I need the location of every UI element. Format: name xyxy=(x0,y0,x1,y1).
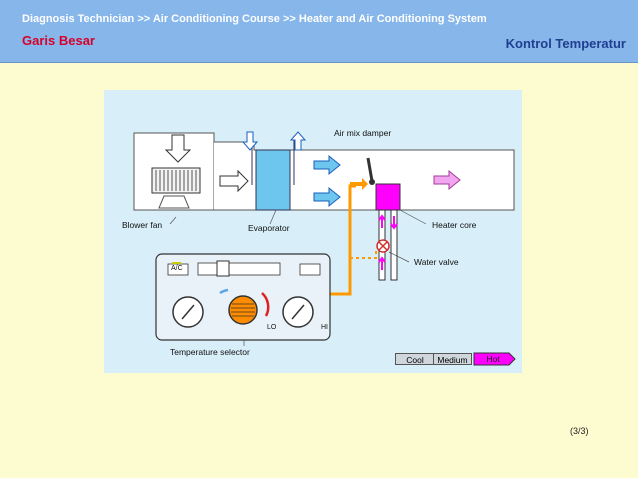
ac-label: A/C xyxy=(171,265,183,272)
valve-link-dashed xyxy=(350,250,377,259)
evaporator-icon xyxy=(255,149,291,211)
evaporator-label: Evaporator xyxy=(248,223,290,233)
temperature-knob-grip xyxy=(231,303,255,317)
ac-indicator xyxy=(172,262,181,264)
control-link-arrow-icon xyxy=(350,178,368,190)
temperature-selector-knob xyxy=(228,295,258,325)
fan-speed-knob-pointer xyxy=(291,304,305,320)
mode-slider xyxy=(197,262,281,276)
breadcrumb: Diagnosis Technician >> Air Conditioning… xyxy=(22,13,487,25)
air-mix-damper-label: Air mix damper xyxy=(334,128,392,138)
blower-fan-leader xyxy=(169,216,177,225)
hvac-diagram: Air mix damper Blower fan Evaporator Hea… xyxy=(104,90,522,373)
water-flow-up-icon-2 xyxy=(378,256,386,270)
water-valve-label: Water valve xyxy=(414,257,459,267)
water-valve-leader xyxy=(388,251,410,263)
hvac-diagram-graphic xyxy=(133,131,516,366)
temperature-selector-label: Temperature selector xyxy=(170,347,250,357)
water-pipe-right xyxy=(390,209,398,281)
cool-air-arrow-icon-2 xyxy=(313,186,341,208)
cool-button[interactable]: Cool xyxy=(395,353,435,365)
heater-core-icon xyxy=(375,183,401,211)
medium-button[interactable]: Medium xyxy=(433,353,472,365)
refrigerant-in-arrow-icon xyxy=(241,131,259,151)
hot-button-shape xyxy=(473,352,516,366)
hot-range-arc xyxy=(261,292,270,317)
air-mix-damper-pivot xyxy=(369,179,375,185)
section-title: Garis Besar xyxy=(22,33,95,48)
heater-core-leader xyxy=(399,209,427,225)
hot-button[interactable]: Hot xyxy=(486,354,500,364)
header-bar: Diagnosis Technician >> Air Conditioning… xyxy=(0,0,638,63)
recirc-button xyxy=(299,263,321,276)
topic-title: Kontrol Temperatur xyxy=(505,36,626,51)
lo-label: LO xyxy=(267,324,277,331)
hi-label: HI xyxy=(321,324,328,331)
cool-air-arrow-icon xyxy=(313,154,341,176)
blower-funnel xyxy=(158,195,190,209)
heater-core-label: Heater core xyxy=(432,220,477,230)
air-mix-damper-flap xyxy=(366,157,374,182)
mode-knob-pointer xyxy=(181,304,195,320)
blower-fan-label: Blower fan xyxy=(122,220,163,230)
intake-arrow-icon xyxy=(164,134,192,163)
mode-slider-handle xyxy=(216,260,230,277)
water-flow-up-icon xyxy=(378,214,386,228)
refrigerant-out-arrow-icon xyxy=(289,131,307,151)
flow-arrow-icon xyxy=(219,169,249,193)
blower-fan-blades xyxy=(155,170,197,191)
water-valve-cross xyxy=(378,241,388,251)
page-counter: (3/3) xyxy=(570,426,589,436)
water-flow-down-icon xyxy=(390,216,398,230)
cool-range-arc xyxy=(219,288,229,295)
evaporator-leader xyxy=(269,209,277,225)
warm-air-arrow-icon xyxy=(433,169,461,191)
